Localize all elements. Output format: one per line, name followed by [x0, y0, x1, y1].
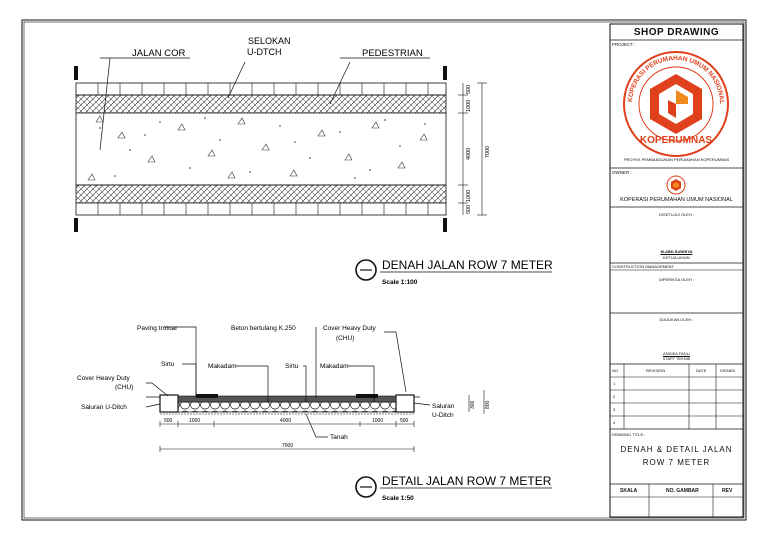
- submitted-label: DIAJUKAN OLEH :: [659, 317, 694, 322]
- submitter-name: ANDIKA FADLI: [663, 351, 690, 356]
- dim-sec-4000: 4000: [280, 418, 291, 424]
- label-makadam-right: Makadam: [320, 363, 349, 370]
- label-sirtu-left: Sirtu: [161, 361, 175, 368]
- plan-title-marker: [355, 259, 377, 281]
- dim-plan-4000: 4000: [466, 148, 472, 160]
- checked-label: DIPERIKSA OLEH :: [658, 277, 695, 282]
- drawing-title-line1: DENAH & DETAIL JALAN: [620, 445, 733, 454]
- footer-skala: SKALA: [620, 488, 638, 494]
- label-sirtu-mid: Sirtu: [285, 363, 299, 370]
- dim-sec-1000-right: 1000: [372, 418, 383, 424]
- project-label: PROJECT :: [612, 42, 636, 47]
- section-scale: Scale 1:50: [382, 495, 414, 502]
- dim-sec-7000: 7000: [282, 443, 293, 449]
- rev-row-3: 3: [613, 407, 616, 412]
- dim-sec-1000-left: 1000: [189, 418, 200, 424]
- rev-header-signed: SIGNED: [720, 368, 736, 373]
- label-cover-left-chu: (CHU): [115, 384, 133, 391]
- rev-header-revision: REVISION: [646, 368, 666, 373]
- submitter-title: STAFF TEKNIK: [662, 356, 691, 361]
- footer-no-gambar: NO. GAMBAR: [666, 488, 699, 494]
- drawing-title-label: DRAWING TITLE :: [612, 432, 646, 437]
- dim-plan-7000: 7000: [485, 146, 491, 158]
- rev-row-2: 2: [613, 394, 616, 399]
- label-makadam-left: Makadam: [208, 363, 237, 370]
- label-cover-left: Cover Heavy Duty: [77, 375, 130, 382]
- label-beton: Beton bertulang K.250: [231, 325, 296, 332]
- label-tanah: Tanah: [330, 434, 348, 441]
- label-pedestrian: PEDESTRIAN: [362, 48, 423, 59]
- title-block-frame: [609, 23, 744, 518]
- label-saluran-right: Saluran: [432, 403, 455, 410]
- dim-plan-1000-bottom: 1000: [466, 190, 472, 202]
- project-name: PROYEK PEMBANGUNAN PERUMAHAN KOPERUMNAS: [623, 157, 730, 162]
- rev-header-date: DATE: [696, 368, 707, 373]
- dim-plan-500-bottom: 500: [466, 205, 472, 214]
- dim-sec-300: 300: [470, 400, 476, 409]
- label-jalan-cor: JALAN COR: [132, 48, 185, 59]
- section-view: Paving trotoar Beton bertulang K.250 Cov…: [77, 325, 552, 502]
- label-saluran-left: Saluran U-Ditch: [81, 404, 127, 411]
- cm-label: CONSTRUCTION MANAGEMENT: [612, 264, 674, 269]
- shop-drawing-heading: SHOP DRAWING: [633, 27, 720, 38]
- dim-sec-500-left: 500: [164, 418, 173, 424]
- label-cover-right: Cover Heavy Duty: [323, 325, 376, 332]
- approver-title: KETUA UMUM: [663, 255, 690, 260]
- dim-sec-800: 800: [485, 400, 491, 409]
- section-title: DETAIL JALAN ROW 7 METER: [382, 474, 552, 488]
- title-block: SHOP DRAWING PROJECT : PROYEK PEMBANGUNA…: [610, 24, 743, 517]
- dim-sec-500-right: 500: [400, 418, 409, 424]
- plan-view: JALAN COR SELOKAN U-DTCH PEDESTRIAN 500 …: [74, 36, 553, 286]
- label-u-ditch: U-DTCH: [247, 47, 282, 57]
- approved-label: DISETUJUI OLEH :: [659, 212, 694, 217]
- label-saluran-right-2: U-Ditch: [432, 412, 454, 419]
- section-title-marker: [355, 476, 377, 498]
- drawing-title-line2: ROW 7 METER: [642, 458, 711, 467]
- owner-name: KOPERASI PERUMAHAN UMUM NASIONAL: [620, 197, 733, 203]
- approver-name: M.ABD.SUNRIYA: [660, 249, 693, 254]
- label-selokan: SELOKAN: [248, 36, 291, 46]
- plan-title: DENAH JALAN ROW 7 METER: [382, 258, 553, 272]
- owner-logo: [666, 175, 686, 195]
- footer-rev: REV: [722, 488, 733, 494]
- rev-header-no: NO: [612, 368, 618, 373]
- sheet-border: [21, 19, 747, 521]
- dim-plan-500-top: 500: [466, 85, 472, 94]
- owner-label: OWNER :: [612, 170, 632, 175]
- logo-text-bottom: KOPERUMNAS: [640, 135, 713, 146]
- plan-scale: Scale 1:100: [382, 279, 418, 286]
- label-cover-right-chu: (CHU): [336, 335, 354, 342]
- rev-row-1: 1: [613, 381, 616, 386]
- label-paving: Paving trotoar: [137, 325, 178, 332]
- dim-plan-1000-top: 1000: [466, 100, 472, 112]
- rev-row-4: 4: [613, 420, 616, 425]
